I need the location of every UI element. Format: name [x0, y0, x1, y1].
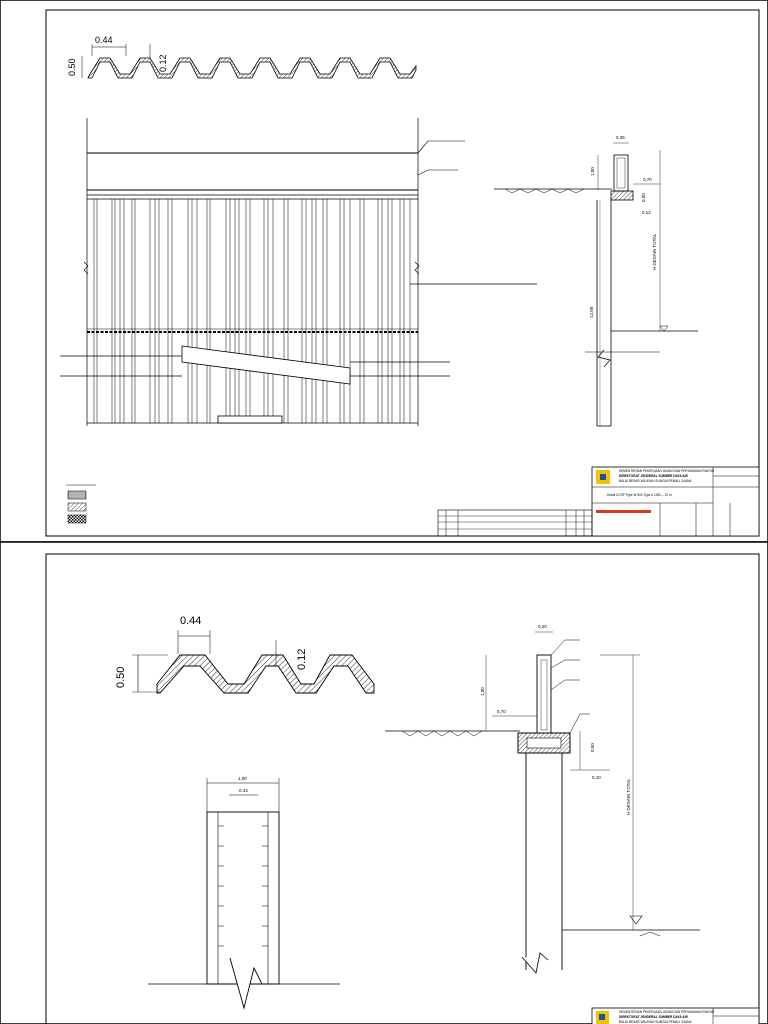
pile-outer-width: 1,00	[238, 776, 247, 781]
wall-elevation	[60, 118, 537, 426]
section1-pile-length: 12,00	[589, 306, 594, 318]
profile2-thickness-label: 0.12	[296, 649, 308, 670]
profile-height-label: 0.50	[67, 58, 77, 76]
tb1-directorate: DIREKTORAT JENDERAL SUMBER DAYA AIR	[619, 474, 688, 478]
section2-design-height: H DESAIN TOTAL	[626, 778, 631, 815]
section1-design-height: H DESAIN TOTAL	[652, 233, 657, 270]
section2-ledge: 0,70	[497, 709, 506, 714]
legend-swatch-checks	[67, 514, 87, 524]
title-block-1: KEMENTERIAN PEKERJAAN UMUM DAN PERUMAHAN…	[437, 466, 760, 537]
section1-cap-height: 1,00	[590, 167, 595, 176]
legend-swatch-hatch	[67, 502, 87, 512]
sloped-cap	[181, 345, 351, 385]
sheet-pile-profile-large: 0.44 0.50 0.12	[115, 615, 375, 694]
sheet-pile-profile-small: 0.44 0.50 0.12	[67, 35, 417, 79]
tb1-ministry: KEMENTERIAN PEKERJAAN UMUM DAN PERUMAHAN…	[619, 469, 715, 473]
section1-beam-depth: 0,50	[641, 193, 646, 202]
section2-beam-offset: 0,10	[592, 775, 601, 780]
tb2-ministry: KEMENTERIAN PEKERJAAN UMUM DAN PERUMAHAN…	[619, 1010, 715, 1014]
pile-face-view: 1,00 0,44	[148, 776, 340, 1010]
cross-section-1: 0.35 1,00 0,70 0,50 0,12 12,00 H DESAIN …	[494, 135, 698, 427]
sheet-2: 0.44 0.50 0.12 1,00 0,44	[0, 541, 768, 1024]
section1-beam-offset: 0,12	[642, 210, 651, 215]
section1-ledge: 0,70	[643, 177, 652, 182]
profile-thickness-label: 0.12	[158, 54, 168, 72]
legend-swatch-stripes	[67, 490, 87, 500]
legend-1	[66, 484, 96, 524]
profile-width-label: 0.44	[95, 35, 113, 45]
tb2-agency: BALAI BESAR WILAYAH SUNGAI PEMALI JUANA	[619, 1020, 692, 1024]
sheet-1-frame	[45, 9, 760, 537]
pile-inner-width: 0,44	[239, 788, 248, 793]
tb1-drawing-title: Detail CCSP Type W 500 Type A 1000 – 12 …	[607, 493, 672, 497]
profile2-height-label: 0.50	[115, 667, 127, 688]
title-block-2: KEMENTERIAN PEKERJAAN UMUM DAN PERUMAHAN…	[591, 1007, 760, 1024]
pile-break-marker	[229, 957, 263, 1010]
tb2-directorate: DIREKTORAT JENDERAL SUMBER DAYA AIR	[619, 1015, 688, 1019]
sheet-2-frame	[45, 553, 760, 1024]
profile2-width-label: 0.44	[180, 615, 201, 627]
section2-beam-depth: 0,50	[590, 743, 595, 752]
section2-cap-height: 1,00	[480, 687, 485, 696]
tb1-agency: BALAI BESAR WILAYAH SUNGAI PEMALI JUANA	[619, 479, 692, 483]
pile-strips	[93, 199, 411, 423]
foot-plate	[217, 415, 283, 424]
section1-top-width: 0.35	[616, 135, 625, 140]
section2-top-width: 0,20	[538, 624, 547, 629]
cross-section-2: 0,20 1,00 0,70 0,50 0,10 H DESAIN TOTAL	[385, 624, 700, 974]
sheet-1: 0.44 0.50 0.12	[0, 0, 768, 543]
